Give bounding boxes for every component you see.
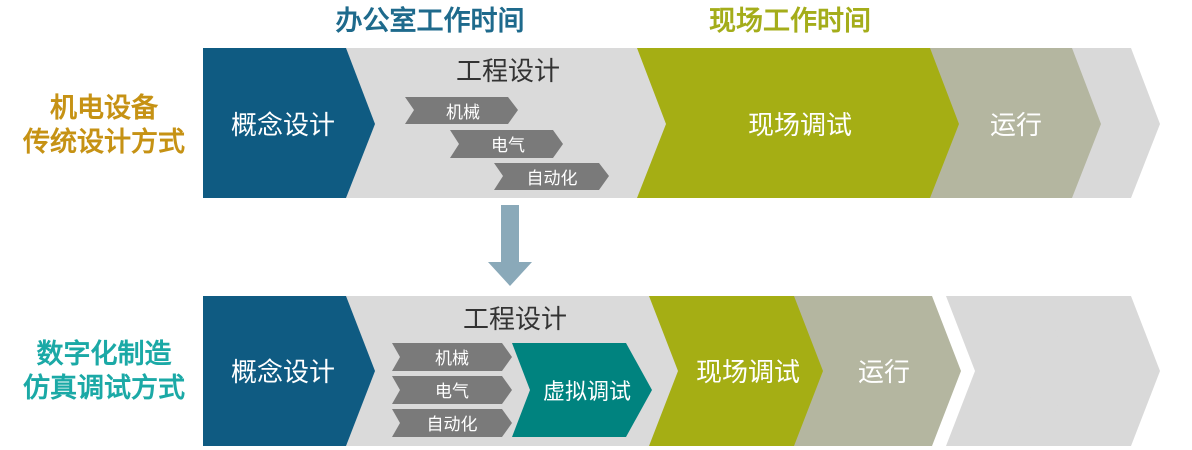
row-label-digital-line1: 数字化制造 bbox=[36, 339, 172, 370]
sub-item-mechanical-label-digital: 机械 bbox=[435, 349, 469, 369]
row-label-traditional-line2: 传统设计方式 bbox=[23, 127, 185, 158]
operation-label-digital: 运行 bbox=[858, 358, 910, 388]
row-digital: 运行 现场调试 工程设计 机械 电气 自动化 虚拟调试 概念设计 bbox=[203, 296, 1160, 446]
sub-item-electrical bbox=[450, 130, 563, 158]
concept-design-chevron bbox=[203, 48, 375, 198]
operation-chevron-digital bbox=[792, 296, 961, 446]
site-commissioning-chevron bbox=[636, 48, 959, 198]
sub-item-electrical-digital bbox=[392, 376, 512, 404]
row-traditional: 运行 现场调试 工程设计 机械 电气 自动化 概念设计 bbox=[203, 48, 1160, 198]
sub-item-automation-label: 自动化 bbox=[527, 169, 578, 189]
virtual-commissioning-chevron bbox=[512, 343, 652, 437]
site-commissioning-chevron-digital bbox=[648, 296, 823, 446]
row-label-digital-line2: 仿真调试方式 bbox=[23, 373, 185, 404]
trailing-chevron-9 bbox=[946, 296, 1011, 446]
concept-design-label-digital: 概念设计 bbox=[231, 358, 335, 388]
row-label-traditional-line1: 机电设备 bbox=[50, 93, 158, 124]
site-commissioning-label: 现场调试 bbox=[748, 111, 852, 141]
sub-item-mechanical bbox=[405, 97, 518, 124]
sub-item-electrical-label-digital: 电气 bbox=[435, 382, 469, 402]
row-label-digital: 数字化制造 仿真调试方式 bbox=[6, 338, 202, 406]
engineering-title-digital: 工程设计 bbox=[463, 305, 567, 335]
concept-design-label: 概念设计 bbox=[231, 111, 335, 141]
header-office-time: 办公室工作时间 bbox=[335, 6, 525, 37]
sub-item-electrical-label: 电气 bbox=[491, 136, 525, 156]
sub-item-mechanical-digital bbox=[392, 343, 512, 371]
concept-design-chevron-digital bbox=[203, 296, 375, 446]
virtual-commissioning-label: 虚拟调试 bbox=[543, 380, 631, 405]
engineering-title: 工程设计 bbox=[456, 57, 560, 87]
sub-item-mechanical-label: 机械 bbox=[446, 103, 480, 123]
row-label-traditional: 机电设备 传统设计方式 bbox=[6, 92, 202, 160]
down-arrow-icon bbox=[488, 205, 532, 286]
operation-label: 运行 bbox=[990, 111, 1042, 141]
sub-item-automation-label-digital: 自动化 bbox=[427, 415, 478, 435]
site-commissioning-label-digital: 现场调试 bbox=[696, 358, 800, 388]
sub-item-automation bbox=[494, 163, 609, 190]
operation-chevron bbox=[928, 48, 1101, 198]
sub-item-automation-digital bbox=[392, 409, 512, 437]
header-site-time: 现场工作时间 bbox=[709, 6, 871, 37]
